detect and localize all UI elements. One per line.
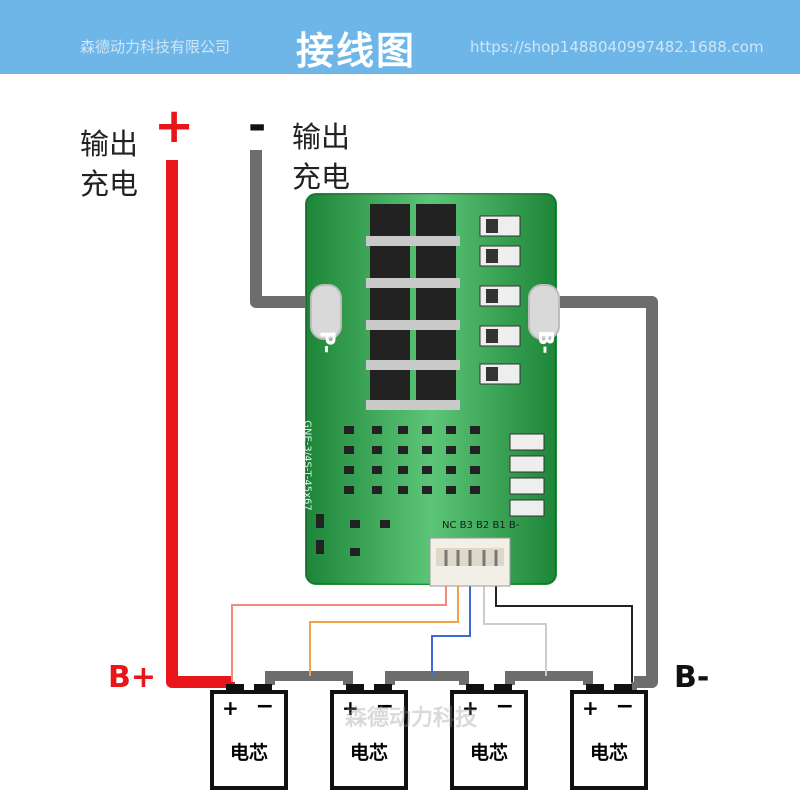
series-link-3 xyxy=(505,671,593,685)
cell-label: 电芯 xyxy=(349,742,388,764)
watermark: 森德动力科技 xyxy=(345,706,478,731)
header-banner: 森德动力科技有限公司 接线图 https://shop1488040997482… xyxy=(0,0,800,74)
balance-wire-white xyxy=(483,584,547,676)
series-link-1 xyxy=(265,671,353,685)
diagram-title: 接线图 xyxy=(296,29,417,73)
p-minus-pad xyxy=(310,284,342,340)
balance-wire-blue xyxy=(431,584,471,676)
balance-wire-orange xyxy=(309,584,459,676)
p-minus-label: P- xyxy=(315,330,340,354)
cell-label: 电芯 xyxy=(589,742,628,764)
balance-resistors xyxy=(509,433,545,517)
series-link-2 xyxy=(385,671,469,685)
battery-cell-4: + − 电芯 xyxy=(570,684,648,790)
cell-negative-mark: − xyxy=(495,694,514,719)
b-minus-pad-label: B- xyxy=(533,330,558,354)
b-plus-label: B+ xyxy=(108,660,157,695)
shop-url: https://shop1488040997482.1688.com xyxy=(470,38,764,56)
negative-label-line2: 充电 xyxy=(292,160,351,194)
cell-negative-mark: − xyxy=(255,694,274,719)
b-minus-label: B- xyxy=(674,660,710,695)
b-minus-pad xyxy=(528,284,560,340)
positive-output-wire xyxy=(166,160,232,688)
b-minus-wire xyxy=(546,296,658,688)
battery-cell-1: + − 电芯 xyxy=(210,684,288,790)
board-model: GNE-3/4S-T-45x67 xyxy=(301,420,313,511)
cell-positive-mark: + xyxy=(462,696,479,720)
balance-components xyxy=(316,426,480,556)
balance-wire-black xyxy=(495,584,633,682)
battery-cell-3: + − 电芯 xyxy=(450,684,528,790)
battery-cell-2: + − 电芯 xyxy=(330,684,408,790)
cell-positive-mark: + xyxy=(582,696,599,720)
cell-positive-mark: + xyxy=(342,696,359,720)
cell-positive-mark: + xyxy=(222,696,239,720)
positive-label-line1: 输出 xyxy=(80,127,139,161)
connector-pin-labels: NC B3 B2 B1 B- xyxy=(442,520,520,531)
company-name: 森德动力科技有限公司 xyxy=(80,38,231,56)
positive-label-line2: 充电 xyxy=(80,167,139,201)
resistor-column xyxy=(479,215,521,385)
cell-label: 电芯 xyxy=(229,742,268,764)
balance-wire-red xyxy=(231,584,447,682)
negative-sign: - xyxy=(248,100,267,151)
cell-label: 电芯 xyxy=(469,742,508,764)
cell-negative-mark: − xyxy=(615,694,634,719)
positive-sign: + xyxy=(154,98,195,154)
cell-negative-mark: − xyxy=(375,694,394,719)
p-minus-wire xyxy=(250,150,324,308)
mosfet-array xyxy=(366,204,460,410)
negative-label-line1: 输出 xyxy=(292,120,351,154)
